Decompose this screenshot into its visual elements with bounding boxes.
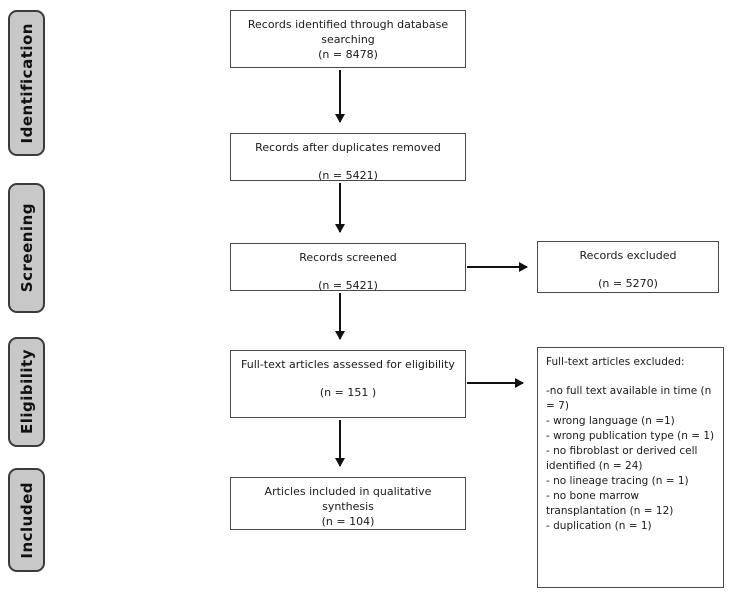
- arrow-down-icon: [335, 293, 345, 340]
- stage-label-eligibility: Eligibility: [8, 337, 45, 447]
- box-count: (n = 5270): [598, 277, 658, 290]
- arrow-down-icon: [335, 183, 345, 233]
- exclusion-reason: - no bone marrow transplantation (n = 12…: [546, 490, 674, 517]
- stage-label-screening: Screening: [8, 183, 45, 313]
- exclusion-reasons-list: -no full text available in time (n = 7) …: [546, 384, 715, 534]
- box-count: (n = 8478): [318, 48, 378, 61]
- arrow-right-icon: [467, 262, 528, 272]
- flow-box-fulltext-excluded: Full-text articles excluded: -no full te…: [537, 347, 724, 588]
- exclusion-reason: - wrong publication type (n = 1): [546, 430, 715, 442]
- box-title: Records after duplicates removed: [255, 141, 441, 154]
- flow-box-records-identified: Records identified through database sear…: [230, 10, 466, 68]
- exclusion-reason: - no fibroblast or derived cell identifi…: [546, 445, 698, 472]
- flow-box-records-screened: Records screened (n = 5421): [230, 243, 466, 292]
- box-title: Full-text articles excluded:: [546, 356, 685, 368]
- box-count: (n = 5421): [318, 279, 378, 292]
- box-count: (n = 151 ): [319, 386, 377, 399]
- box-count: (n = 104): [321, 515, 375, 528]
- box-title: Records excluded: [579, 249, 677, 262]
- box-title: Articles included in qualitative synthes…: [264, 485, 432, 513]
- stage-label-included: Included: [8, 468, 45, 572]
- stage-label-text: Included: [17, 481, 36, 559]
- exclusion-reason: - duplication (n = 1): [546, 520, 652, 532]
- box-title: Full-text articles assessed for eligibil…: [241, 358, 455, 371]
- arrow-right-icon: [467, 378, 524, 388]
- flow-box-included-qualitative: Articles included in qualitative synthes…: [230, 477, 466, 530]
- flow-box-records-excluded: Records excluded (n = 5270): [537, 241, 719, 293]
- box-title: Records screened: [299, 251, 397, 264]
- box-title: Records identified through database sear…: [247, 18, 449, 46]
- arrow-down-icon: [335, 420, 345, 467]
- stage-label-identification: Identification: [8, 10, 45, 156]
- exclusion-reason: - no lineage tracing (n = 1): [546, 475, 689, 487]
- flow-box-fulltext-assessed: Full-text articles assessed for eligibil…: [230, 350, 466, 418]
- stage-label-text: Eligibility: [17, 349, 36, 435]
- stage-label-text: Identification: [17, 22, 36, 144]
- exclusion-reason: -no full text available in time (n = 7): [546, 385, 712, 412]
- stage-label-text: Screening: [17, 203, 36, 293]
- arrow-down-icon: [335, 70, 345, 123]
- flow-box-duplicates-removed: Records after duplicates removed (n = 54…: [230, 133, 466, 182]
- exclusion-reason: - wrong language (n =1): [546, 415, 675, 427]
- box-count: (n = 5421): [318, 169, 378, 182]
